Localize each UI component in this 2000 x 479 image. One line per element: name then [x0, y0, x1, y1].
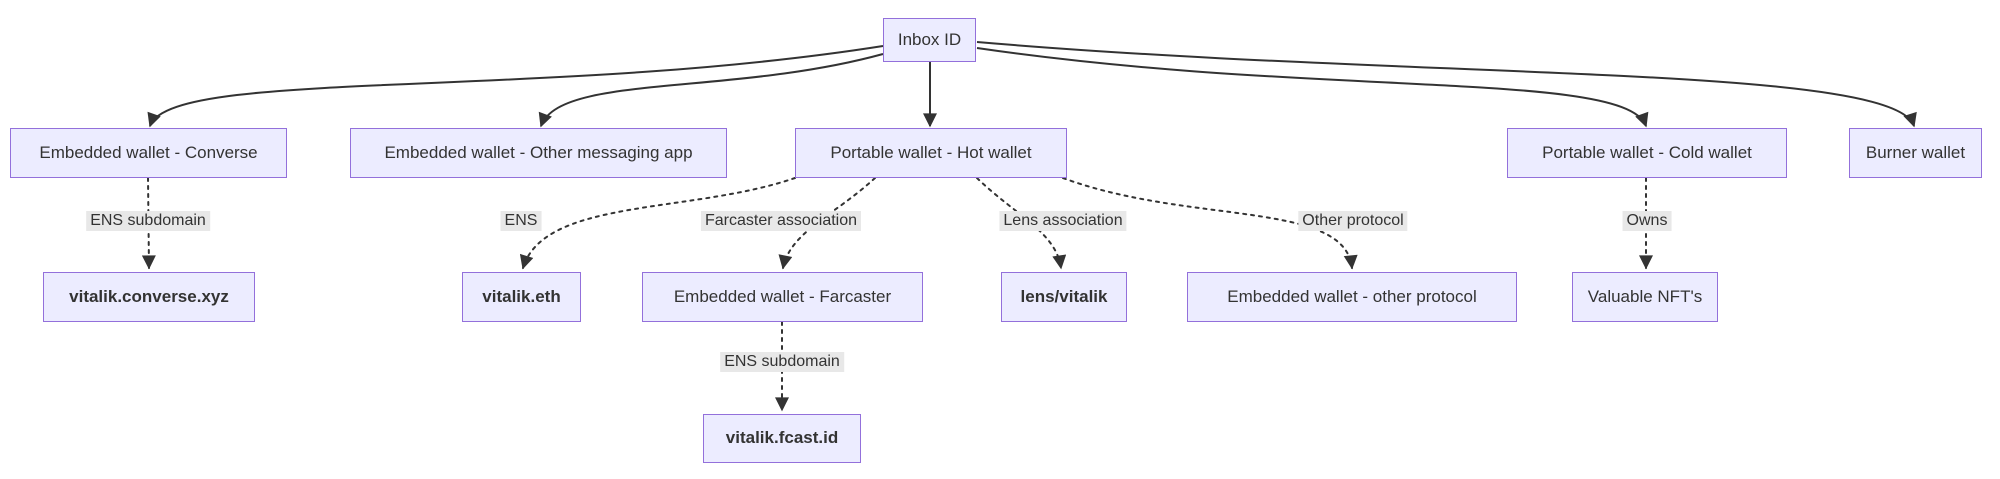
- edge-label-ens-subdomain-farcaster: ENS subdomain: [720, 352, 844, 372]
- edge-label-ens: ENS: [500, 211, 542, 231]
- node-vitalik-eth: vitalik.eth: [462, 272, 581, 322]
- node-embedded-wallet-other-protocol: Embedded wallet - other protocol: [1187, 272, 1517, 322]
- edge-hot-to-otherproto: [1062, 177, 1358, 270]
- node-embedded-wallet-other-messaging-app: Embedded wallet - Other messaging app: [350, 128, 727, 178]
- node-portable-wallet-cold-wallet: Portable wallet - Cold wallet: [1507, 128, 1787, 178]
- node-vitalik-converse-xyz: vitalik.converse.xyz: [43, 272, 255, 322]
- edge-label-farcaster-association: Farcaster association: [700, 211, 862, 231]
- node-embedded-wallet-converse: Embedded wallet - Converse: [10, 128, 287, 178]
- edge-inbox-to-converse: [147, 45, 884, 128]
- node-vitalik-fcast-id: vitalik.fcast.id: [703, 414, 861, 463]
- edge-inbox-to-othermsg: [538, 53, 884, 128]
- edge-label-lens-association: Lens association: [999, 211, 1127, 231]
- edge-hot-to-lens: [976, 177, 1067, 270]
- edge-inbox-to-burner: [976, 41, 1917, 128]
- node-valuable-nfts: Valuable NFT's: [1572, 272, 1718, 322]
- edge-label-other-protocol: Other protocol: [1298, 211, 1408, 231]
- edge-converse-to-vconverse: [141, 177, 156, 270]
- edge-hot-to-veth: [519, 177, 796, 270]
- node-lens-vitalik: lens/vitalik: [1001, 272, 1127, 322]
- node-inbox-id: Inbox ID: [883, 18, 976, 62]
- node-embedded-wallet-farcaster: Embedded wallet - Farcaster: [642, 272, 923, 322]
- edge-label-owns: Owns: [1622, 211, 1672, 231]
- node-burner-wallet: Burner wallet: [1849, 128, 1982, 178]
- edge-label-ens-subdomain-converse: ENS subdomain: [86, 211, 210, 231]
- edge-inbox-to-cold: [976, 47, 1649, 128]
- node-portable-wallet-hot-wallet: Portable wallet - Hot wallet: [795, 128, 1067, 178]
